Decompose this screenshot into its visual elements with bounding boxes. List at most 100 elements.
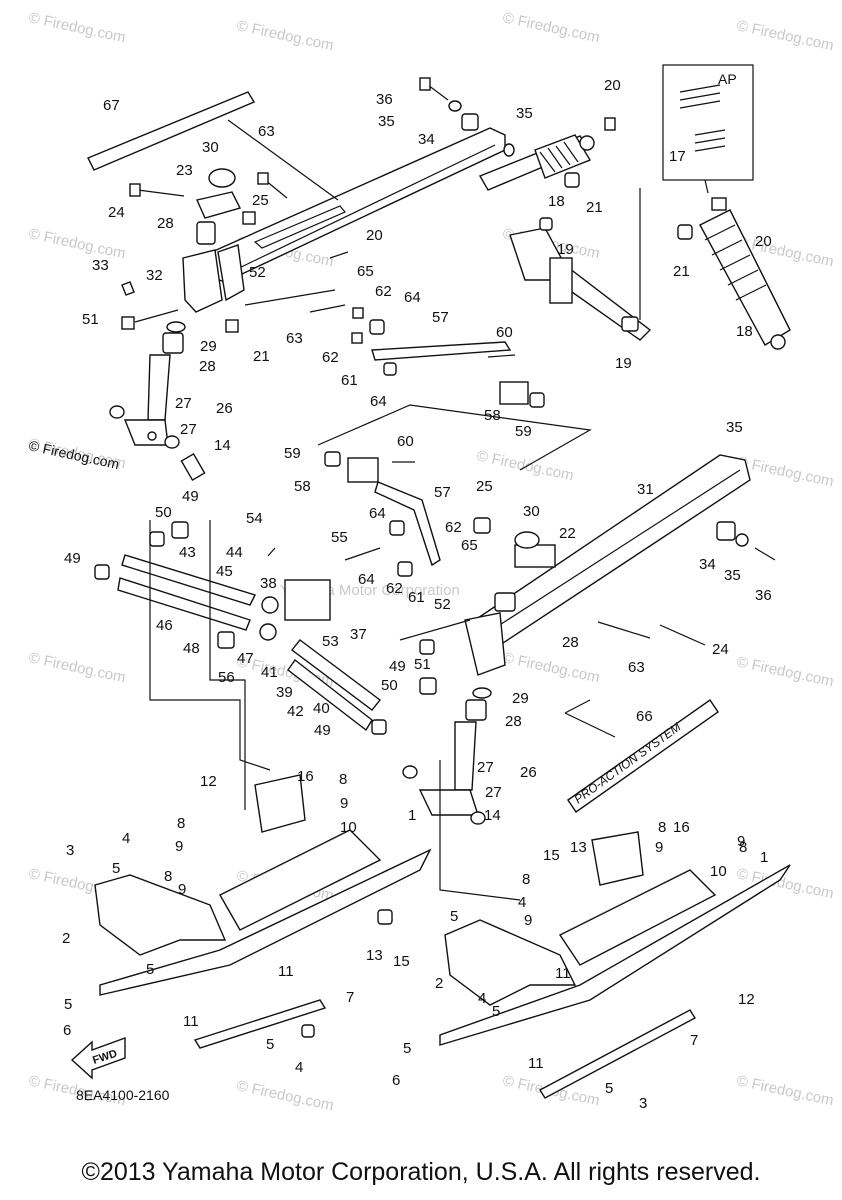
callout-27: 27 (180, 421, 197, 438)
callout-64: 64 (358, 571, 375, 588)
callout-62: 62 (375, 283, 392, 300)
callout-40: 40 (313, 700, 330, 717)
callout-27: 27 (175, 395, 192, 412)
callout-24: 24 (712, 641, 729, 658)
watermark-text: © Firedog.com (27, 437, 120, 472)
callout-51: 51 (82, 311, 99, 328)
callout-35: 35 (378, 113, 395, 130)
callout-3: 3 (639, 1095, 647, 1112)
callout-35: 35 (726, 419, 743, 436)
callout-31: 31 (637, 481, 654, 498)
callout-13: 13 (570, 839, 587, 856)
callout-46: 46 (156, 617, 173, 634)
callout-45: 45 (216, 563, 233, 580)
watermark-text: © Firedog.com (235, 1077, 335, 1114)
callout-11: 11 (183, 1013, 199, 1030)
callout-20: 20 (755, 233, 772, 250)
watermark-text: © Firedog.com (27, 225, 127, 262)
callout-35: 35 (516, 105, 533, 122)
part-drawing: PRO-ACTION SYSTEM (70, 64, 791, 1099)
watermark-text: © Firedog.com (735, 1072, 835, 1109)
callout-59: 59 (284, 445, 301, 462)
callout-10: 10 (340, 819, 357, 836)
callout-58: 58 (484, 407, 501, 424)
callout-47: 47 (237, 650, 254, 667)
callout-8: 8 (164, 868, 172, 885)
callout-2: 2 (435, 975, 443, 992)
copyright-footer: ©2013 Yamaha Motor Corporation, U.S.A. A… (81, 1158, 761, 1186)
callout-4: 4 (518, 894, 526, 911)
callout-20: 20 (604, 77, 621, 94)
callout-4: 4 (478, 990, 486, 1007)
callout-8: 8 (339, 771, 347, 788)
callout-9: 9 (524, 912, 532, 929)
callout-7: 7 (346, 989, 354, 1006)
callout-9: 9 (178, 881, 186, 898)
callout-28: 28 (199, 358, 216, 375)
callout-52: 52 (434, 596, 451, 613)
callout-67: 67 (103, 97, 120, 114)
callout-19: 19 (557, 241, 574, 258)
callout-5: 5 (64, 996, 72, 1013)
callout-9: 9 (655, 839, 663, 856)
callout-12: 12 (200, 773, 217, 790)
callout-22: 22 (559, 525, 576, 542)
callout-54: 54 (246, 510, 263, 527)
callout-36: 36 (376, 91, 393, 108)
watermark-text: © Firedog.com (27, 649, 127, 686)
callout-9: 9 (175, 838, 183, 855)
callout-49: 49 (389, 658, 406, 675)
callout-49: 49 (182, 488, 199, 505)
callout-30: 30 (202, 139, 219, 156)
callout-62: 62 (445, 519, 462, 536)
callout-24: 24 (108, 204, 125, 221)
callout-64: 64 (370, 393, 387, 410)
callout-5: 5 (403, 1040, 411, 1057)
callout-2: 2 (62, 930, 70, 947)
callout-34: 34 (418, 131, 435, 148)
callout-5: 5 (266, 1036, 274, 1053)
callout-1: 1 (760, 849, 768, 866)
callout-21: 21 (586, 199, 603, 216)
banner-text: PRO-ACTION SYSTEM (572, 720, 684, 807)
callout-34: 34 (699, 556, 716, 573)
callout-4: 4 (295, 1059, 303, 1076)
callout-55: 55 (331, 529, 348, 546)
callout-23: 23 (176, 162, 193, 179)
callout-12: 12 (738, 991, 755, 1008)
watermark-text: © Firedog.com (501, 9, 601, 46)
callout-21: 21 (673, 263, 690, 280)
callout-27: 27 (477, 759, 494, 776)
callout-33: 33 (92, 257, 109, 274)
callout-30: 30 (523, 503, 540, 520)
callout-64: 64 (369, 505, 386, 522)
callout-35: 35 (724, 567, 741, 584)
callout-11: 11 (528, 1055, 544, 1072)
watermark-text: © Firedog.com (235, 17, 335, 54)
callout-17: 17 (669, 148, 686, 165)
callout-25: 25 (252, 192, 269, 209)
callout-8: 8 (522, 871, 530, 888)
callout-49: 49 (64, 550, 81, 567)
callout-20: 20 (366, 227, 383, 244)
callout-26: 26 (520, 764, 537, 781)
callout-14: 14 (214, 437, 231, 454)
callout-65: 65 (357, 263, 374, 280)
callout-58: 58 (294, 478, 311, 495)
callout-48: 48 (183, 640, 200, 657)
callout-14: 14 (484, 807, 501, 824)
callout-60: 60 (496, 324, 513, 341)
callout-21: 21 (253, 348, 270, 365)
callout-16: 16 (673, 819, 690, 836)
callout-63: 63 (286, 330, 303, 347)
callout-63: 63 (258, 123, 275, 140)
callout-8: 8 (177, 815, 185, 832)
callout-29: 29 (200, 338, 217, 355)
callout-61: 61 (408, 589, 425, 606)
callout-62: 62 (322, 349, 339, 366)
callout-25: 25 (476, 478, 493, 495)
callout-28: 28 (157, 215, 174, 232)
callout-42: 42 (287, 703, 304, 720)
